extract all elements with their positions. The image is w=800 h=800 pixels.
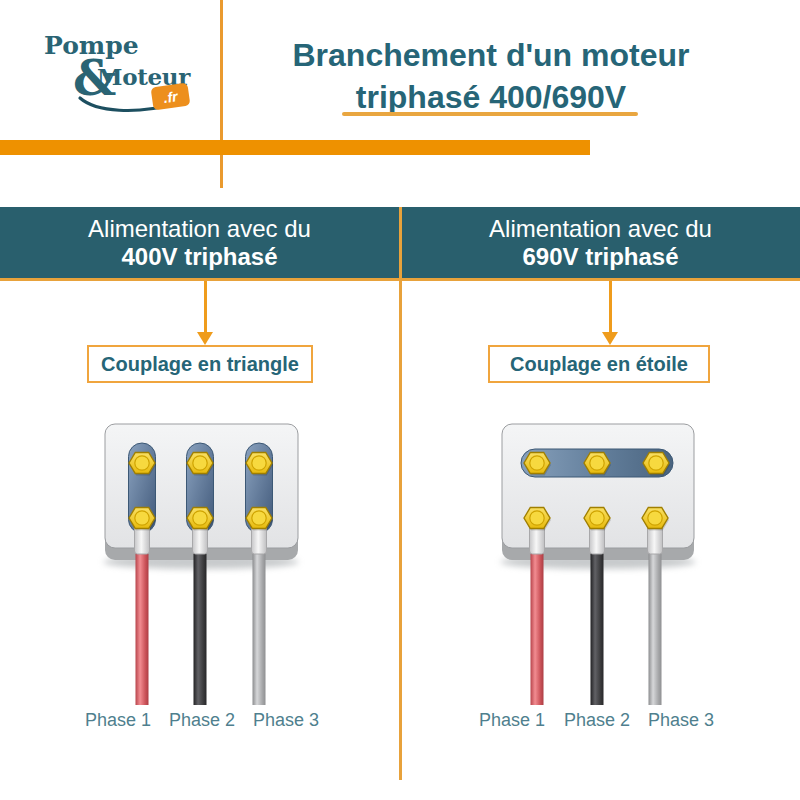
logo-pompe-moteur: Pompe & Moteur .fr <box>0 0 220 140</box>
coupling-box-triangle: Couplage en triangle <box>87 345 313 383</box>
page-title: Branchement d'un moteur triphasé 400/690… <box>226 34 756 118</box>
phase-label: Phase 2 <box>169 710 235 731</box>
arrow-down-right-head <box>602 332 618 345</box>
wire-left-phase1 <box>136 548 149 705</box>
top-vertical-divider <box>220 0 223 188</box>
phase-label: Phase 1 <box>479 710 545 731</box>
page-title-line1: Branchement d'un moteur <box>293 37 690 73</box>
phase-label: Phase 1 <box>85 710 151 731</box>
page-title-line2: triphasé 400/690V <box>356 79 626 115</box>
coupling-etoile-label: Couplage en étoile <box>510 353 688 376</box>
orange-horizontal-bar <box>0 140 590 155</box>
phase-label: Phase 3 <box>648 710 714 731</box>
band-400v-line2: 400V triphasé <box>121 243 277 271</box>
terminal-block-triangle-graphic <box>103 424 299 705</box>
title-underline <box>342 112 638 116</box>
terminal-blocks-illustration <box>0 410 800 710</box>
phase-label: Phase 3 <box>253 710 319 731</box>
arrow-down-left <box>204 281 207 332</box>
wire-right-phase1 <box>531 548 544 705</box>
wire-right-phase3 <box>649 548 662 705</box>
band-690v-line2: 690V triphasé <box>522 243 678 271</box>
phase-label: Phase 2 <box>564 710 630 731</box>
coupling-box-etoile: Couplage en étoile <box>488 345 710 383</box>
band-400v-line1: Alimentation avec du <box>88 215 311 243</box>
wire-left-phase2 <box>194 548 207 705</box>
terminal-block-etoile-graphic <box>500 424 696 705</box>
band-690v-line1: Alimentation avec du <box>489 215 712 243</box>
header-band-690v: Alimentation avec du 690V triphasé <box>401 207 800 281</box>
wire-right-phase2 <box>591 548 604 705</box>
coupling-triangle-label: Couplage en triangle <box>101 353 299 376</box>
arrow-down-right <box>609 281 612 332</box>
header-band-400v: Alimentation avec du 400V triphasé <box>0 207 399 281</box>
wire-left-phase3 <box>253 548 266 705</box>
arrow-down-left-head <box>197 332 213 345</box>
